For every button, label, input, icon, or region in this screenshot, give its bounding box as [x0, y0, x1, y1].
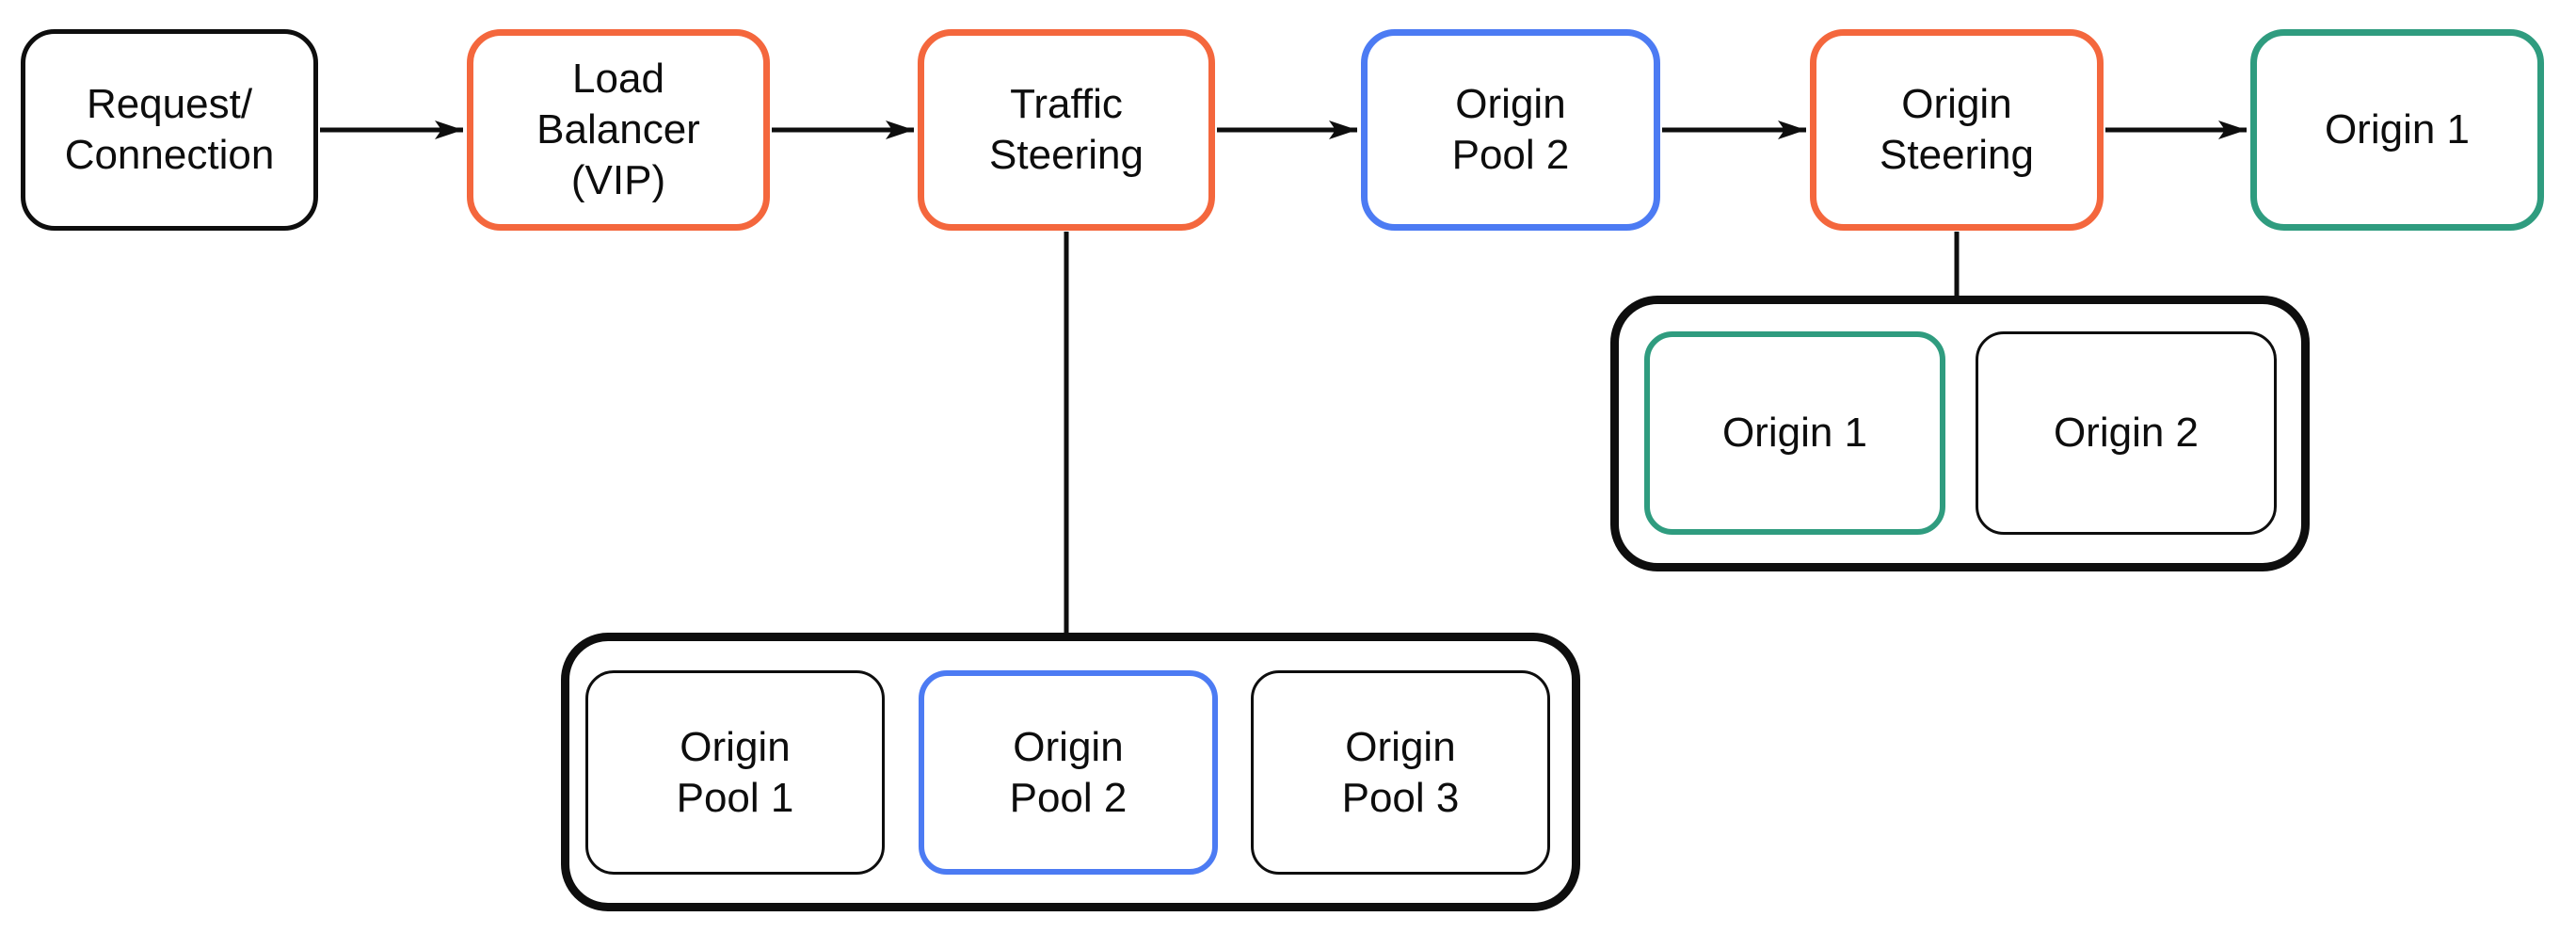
- group-node-origin-1-label: Origin 1: [1721, 410, 1868, 457]
- node-origin-1: Origin 1: [2250, 29, 2544, 231]
- node-origin-pool-2-label: Origin Pool 2: [1451, 81, 1570, 178]
- node-traffic-steering: Traffic Steering: [918, 29, 1215, 231]
- node-origin-1-label: Origin 1: [2324, 106, 2471, 153]
- group-node-origin-pool-1-label: Origin Pool 1: [676, 723, 794, 821]
- group-node-origin-pool-3-label: Origin Pool 3: [1341, 723, 1460, 821]
- group-node-origin-pool-2-label: Origin Pool 2: [1009, 723, 1128, 821]
- node-request-connection: Request/ Connection: [21, 29, 318, 231]
- group-node-origin-2: Origin 2: [1976, 331, 2277, 535]
- node-traffic-steering-label: Traffic Steering: [989, 81, 1144, 178]
- group-node-origin-2-label: Origin 2: [2053, 410, 2200, 457]
- group-node-origin-pool-1: Origin Pool 1: [585, 670, 885, 875]
- node-load-balancer-vip-label: Load Balancer (VIP): [536, 56, 700, 203]
- group-node-origin-pool-3: Origin Pool 3: [1251, 670, 1550, 875]
- origins-group: Origin 1 Origin 2: [1610, 296, 2310, 571]
- group-node-origin-1: Origin 1: [1644, 331, 1945, 535]
- group-node-origin-pool-2: Origin Pool 2: [919, 670, 1218, 875]
- node-origin-pool-2: Origin Pool 2: [1361, 29, 1660, 231]
- origin-pools-group: Origin Pool 1 Origin Pool 2 Origin Pool …: [561, 633, 1580, 911]
- node-origin-steering: Origin Steering: [1810, 29, 2104, 231]
- node-origin-steering-label: Origin Steering: [1880, 81, 2034, 178]
- node-load-balancer-vip: Load Balancer (VIP): [467, 29, 770, 231]
- node-request-connection-label: Request/ Connection: [64, 81, 275, 178]
